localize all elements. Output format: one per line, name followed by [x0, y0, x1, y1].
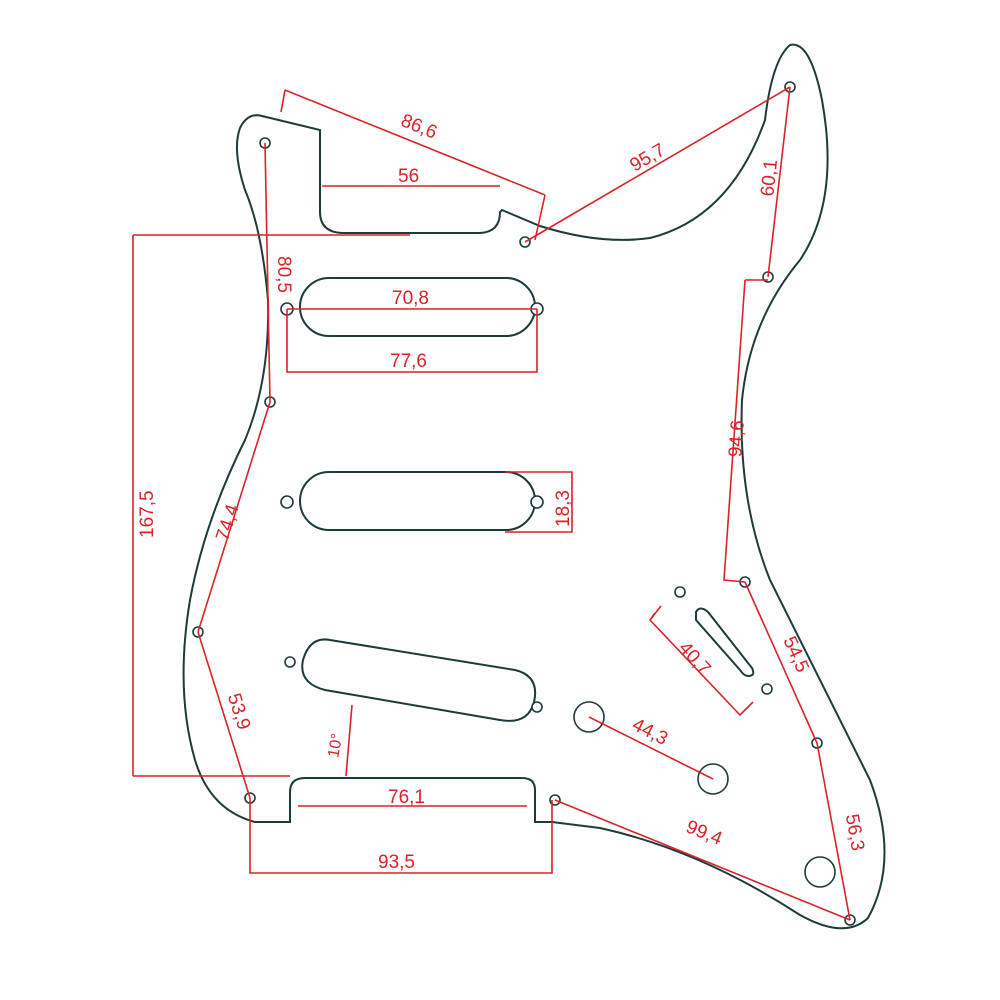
dim-label-77-6: 77,6 — [390, 351, 427, 372]
dim-label-94-6: 94,6 — [725, 419, 749, 457]
dim-label-76-1: 76,1 — [388, 787, 425, 808]
dim-label-167-5: 167,5 — [137, 490, 158, 538]
dim-label-93-5: 93,5 — [378, 852, 415, 873]
screw-holes — [192, 81, 856, 926]
dim-label-70-8: 70,8 — [392, 288, 429, 309]
dim-label-10-deg: 10° — [325, 732, 346, 759]
dimension-lines — [132, 86, 851, 921]
dim-label-40-7: 40,7 — [674, 638, 714, 680]
dim-label-44-3: 44,3 — [629, 714, 671, 750]
dim-label-60-1: 60,1 — [757, 158, 782, 197]
switch-slot — [695, 607, 755, 678]
dim-label-56-3: 56,3 — [841, 812, 868, 852]
dim-label-80-5: 80,5 — [273, 256, 294, 293]
dim-label-18-3: 18,3 — [553, 490, 574, 527]
middle-pickup — [299, 471, 536, 531]
dim-label-74-4: 74,4 — [212, 502, 244, 544]
dim-label-99-4: 99,4 — [683, 817, 726, 850]
pickguard-outline — [182, 43, 886, 930]
dim-label-56: 56 — [398, 166, 419, 187]
bridge-pickup — [301, 638, 537, 722]
